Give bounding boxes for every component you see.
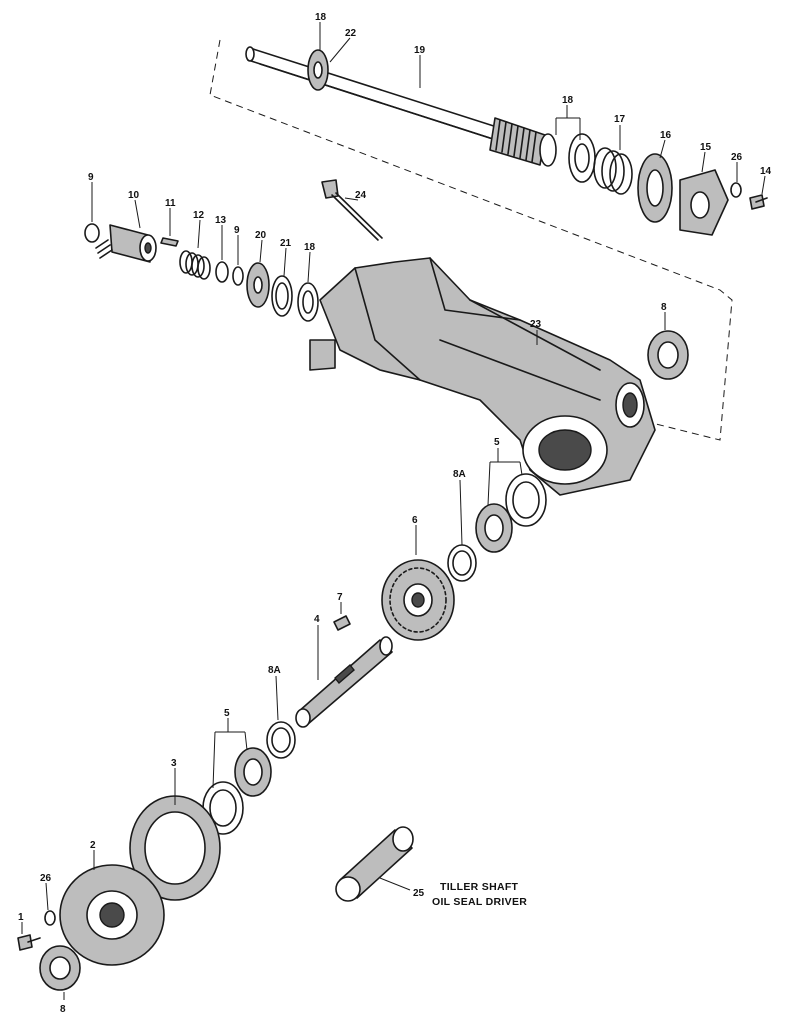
callout-9-mid: 9: [234, 225, 240, 236]
part-8-bearing-right: [647, 330, 689, 380]
callout-9-left: 9: [88, 172, 94, 183]
part-20-gear: [246, 262, 270, 308]
part-18-bearing-mid: [297, 282, 319, 322]
callout-21: 21: [280, 238, 292, 249]
dashed-boundary: [209, 39, 733, 441]
callout-14: 14: [760, 166, 772, 177]
callout-18-right: 18: [562, 95, 574, 106]
part-5-cup-upper: [505, 473, 547, 527]
part-10-coupling: [95, 224, 157, 263]
callout-23: 23: [530, 319, 542, 330]
callout-7: 7: [337, 592, 343, 603]
callout-6: 6: [412, 515, 418, 526]
callout-8A-lower: 8A: [268, 665, 281, 676]
callout-8-right: 8: [661, 302, 667, 313]
part-14-bolt: [749, 194, 768, 210]
callout-13: 13: [215, 215, 227, 226]
callout-12: 12: [193, 210, 205, 221]
part-6-gear: [381, 559, 455, 641]
callout-22: 22: [345, 28, 357, 39]
callout-25: 25: [413, 888, 425, 899]
part-12-spring: [179, 250, 211, 280]
callout-4: 4: [314, 614, 320, 625]
part-8-bearing-bottom: [39, 945, 81, 991]
callout-1: 1: [18, 912, 24, 923]
callout-18-mid: 18: [304, 242, 316, 253]
callout-18-top: 18: [315, 12, 327, 23]
leader-lines: [21, 22, 766, 1000]
part-1-bolt: [17, 934, 41, 951]
caption-line-2: OIL SEAL DRIVER: [432, 896, 527, 908]
part-24-dipstick: [321, 179, 383, 241]
callout-5-lower: 5: [224, 708, 230, 719]
part-22-gear: [307, 49, 329, 91]
part-8A-ring-upper: [447, 544, 477, 582]
part-7-key: [333, 615, 351, 631]
part-16-gasket: [637, 153, 673, 223]
part-9-snap-ring-left: [84, 223, 100, 243]
callout-5-upper: 5: [494, 437, 500, 448]
part-5-cone-lower: [234, 747, 272, 797]
callout-3: 3: [171, 758, 177, 769]
part-26-washer-top: [730, 182, 742, 198]
callout-2: 2: [90, 840, 96, 851]
part-13-washer: [215, 261, 229, 283]
part-26-washer-bottom: [44, 910, 56, 926]
callout-8-bottom: 8: [60, 1004, 66, 1015]
callouts: 18 22 19 18 17 16 15 26 14 9 10 11 12 13…: [18, 12, 772, 1015]
part-2-cover: [59, 864, 165, 966]
caption-line-1: TILLER SHAFT: [440, 881, 519, 893]
part-18-bearing-upper: [568, 133, 596, 183]
callout-11: 11: [165, 198, 176, 209]
part-19-shaft: [245, 46, 557, 167]
callout-26-top: 26: [731, 152, 743, 163]
part-4-axle: [295, 636, 393, 728]
part-11-key: [160, 237, 179, 247]
callout-24: 24: [355, 190, 367, 201]
part-25-seal-driver: [335, 826, 414, 902]
callout-19: 19: [414, 45, 426, 56]
part-21-ring: [271, 275, 293, 317]
callout-17: 17: [614, 114, 626, 125]
callout-8A-upper: 8A: [453, 469, 466, 480]
callout-20: 20: [255, 230, 267, 241]
part-3-gasket: [129, 795, 221, 901]
callout-10: 10: [128, 190, 140, 201]
part-8A-ring-lower: [266, 721, 296, 759]
callout-16: 16: [660, 130, 672, 141]
callout-26-bottom: 26: [40, 873, 52, 884]
part-23-housing: [309, 257, 656, 496]
part-15-cap: [679, 169, 729, 236]
part-17-spring: [593, 147, 633, 195]
callout-15: 15: [700, 142, 712, 153]
part-5-cone-upper: [475, 503, 513, 553]
part-9-snap-ring-mid: [232, 266, 244, 286]
